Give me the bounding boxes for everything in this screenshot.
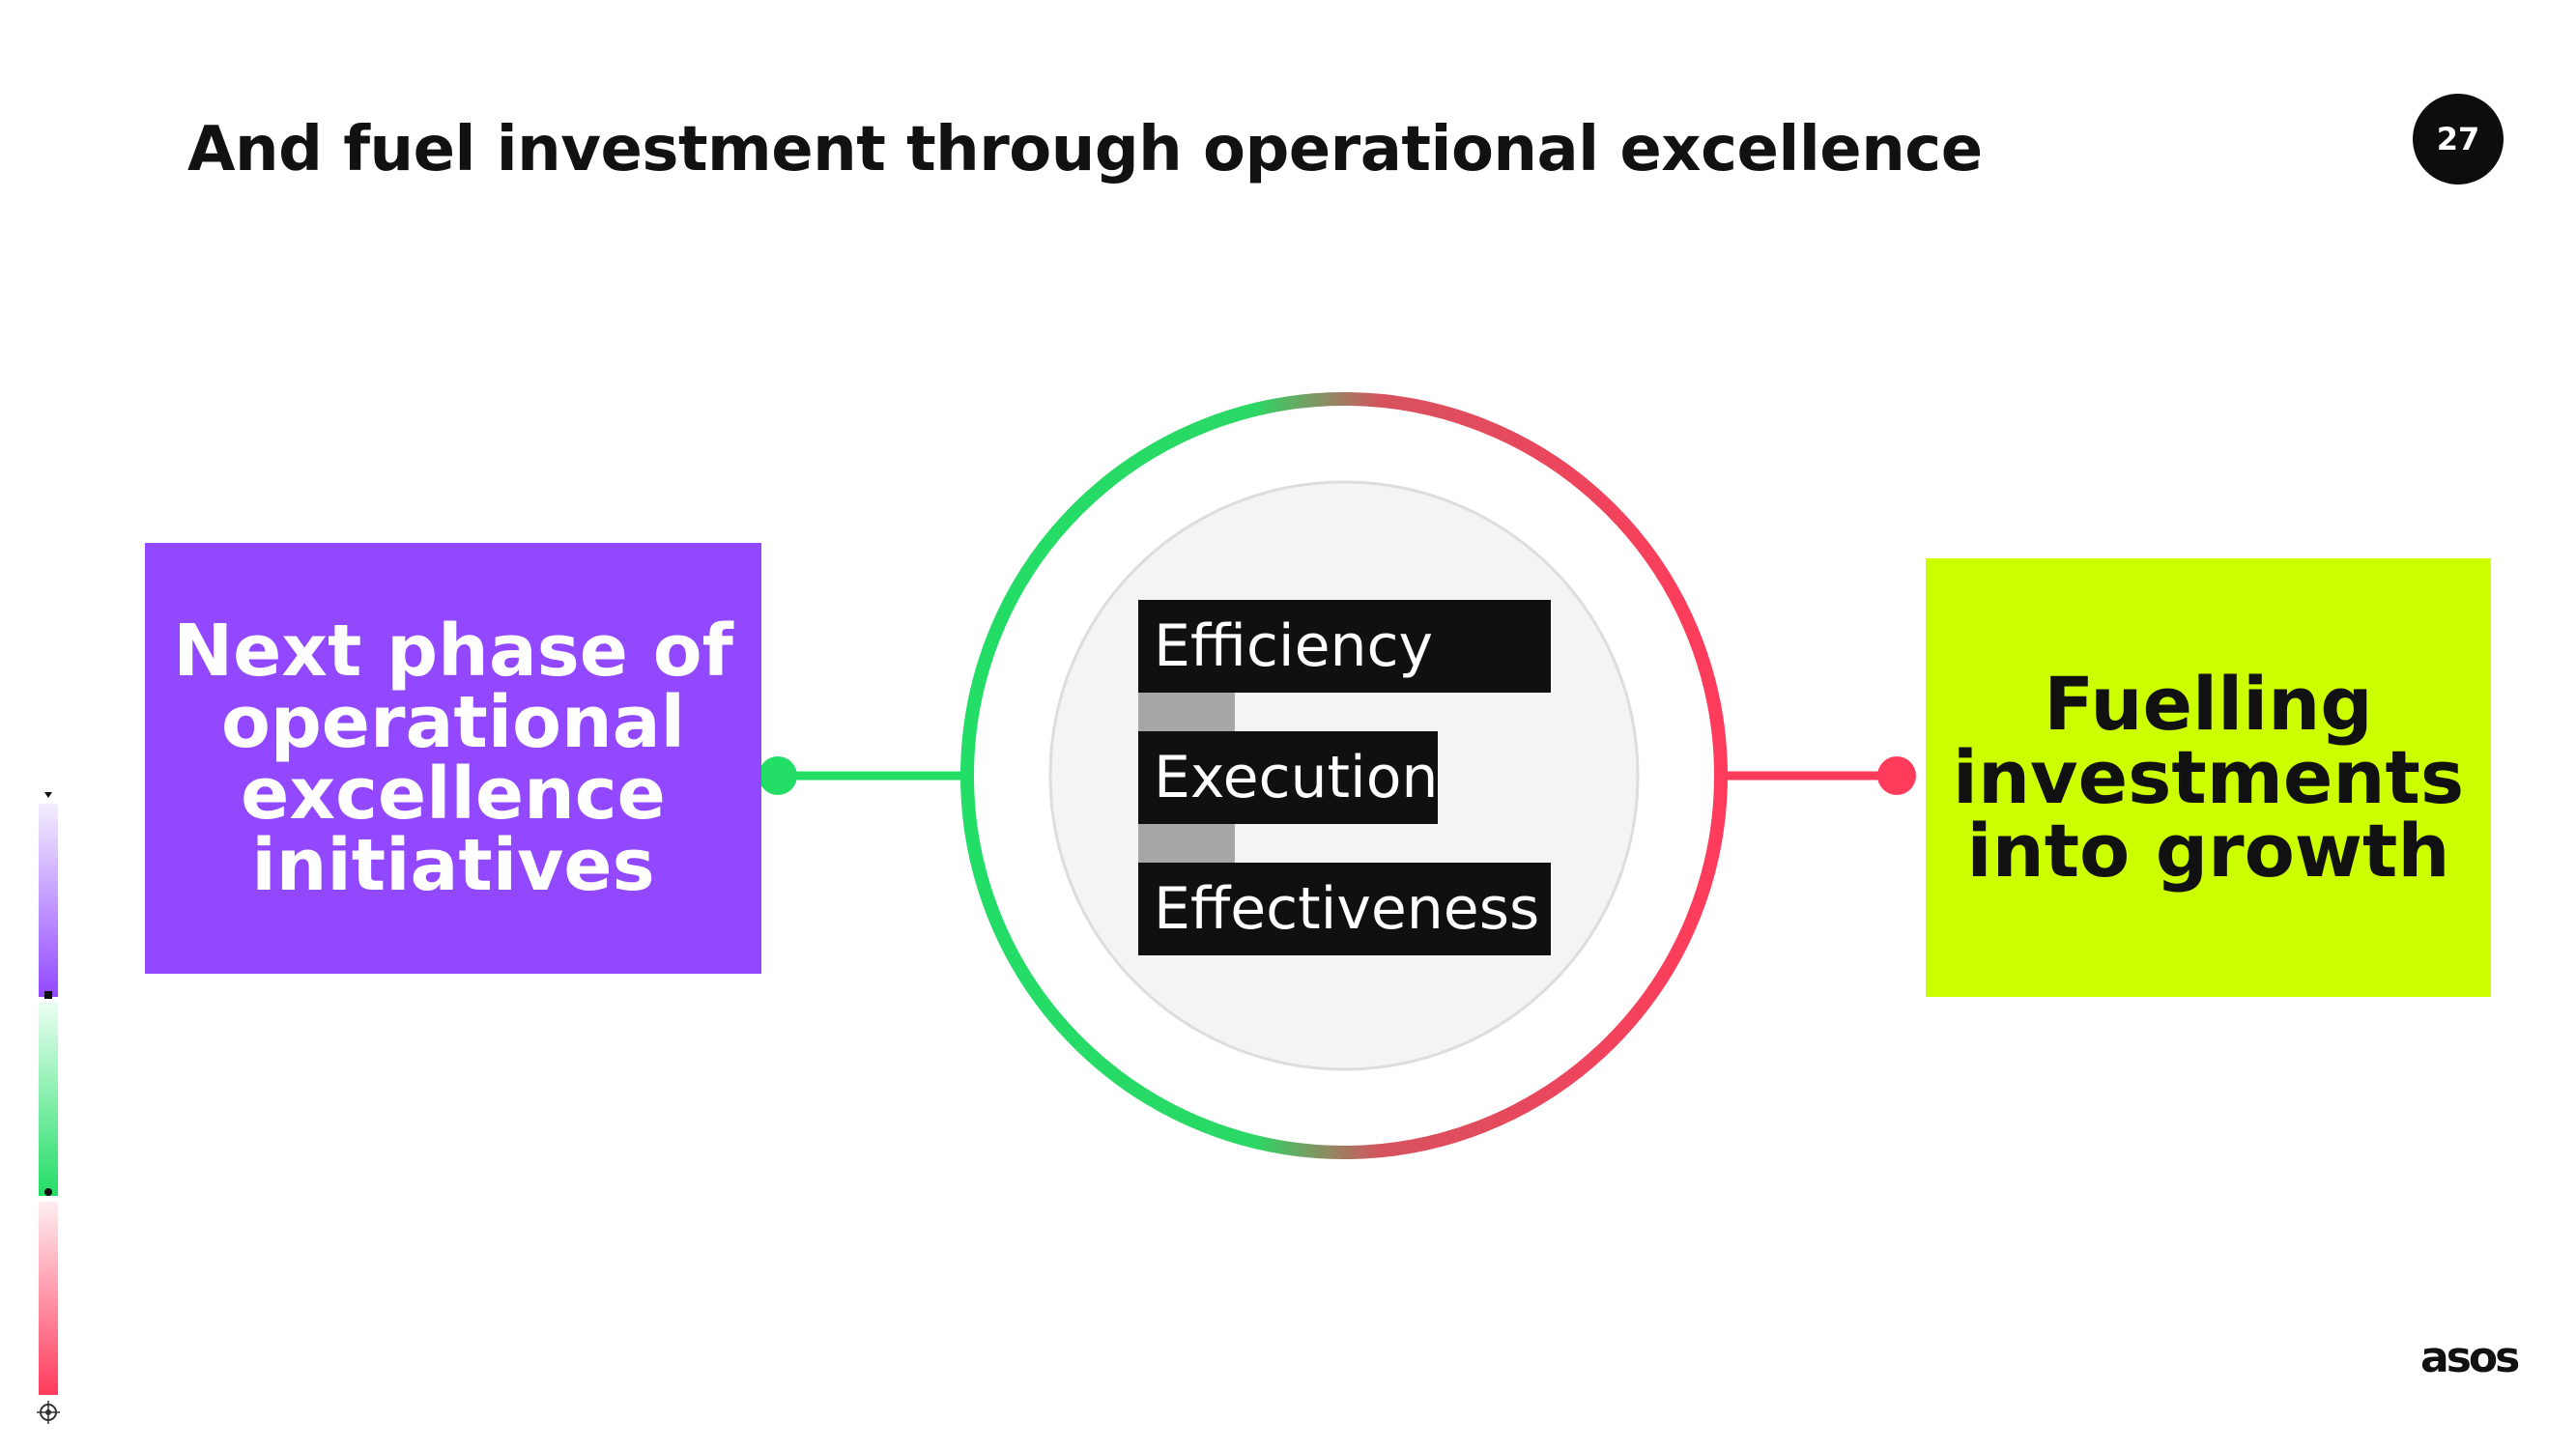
fuelling-investments-box: Fuelling investments into growth [1926,558,2491,997]
effectiveness-label: Effectiveness [1138,863,1551,955]
color-palette-strip [37,792,60,1424]
fuelling-investments-text: Fuelling investments into growth [1952,661,2465,894]
next-phase-box: Next phase of operational excellence ini… [145,543,761,974]
palette-arrow-icon [44,792,52,798]
palette-marker [44,1188,52,1196]
palette-purple-ramp [39,804,58,997]
palette-red-ramp [39,1202,58,1395]
palette-green-ramp [39,1003,58,1196]
palette-marker [44,991,52,999]
crosshair-icon [37,1401,60,1424]
page-number-badge: 27 [2413,94,2504,185]
right-connector-dot [1877,756,1916,795]
next-phase-text: Next phase of operational excellence ini… [173,610,733,907]
asos-logo: asos [2420,1333,2520,1382]
left-connector-dot [758,756,797,795]
slide-title: And fuel investment through operational … [187,114,1983,185]
efficiency-label: Efficiency [1138,600,1551,693]
execution-label: Execution [1138,731,1438,824]
label-spacer-bar [1138,693,1235,731]
label-spacer-bar [1138,824,1235,863]
